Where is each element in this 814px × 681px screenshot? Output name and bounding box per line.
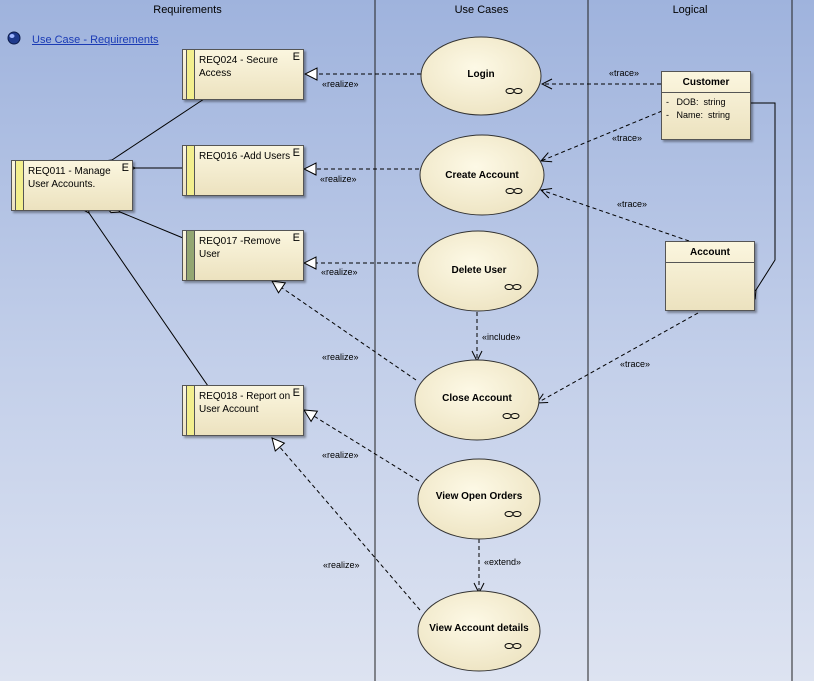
agg-customer-account xyxy=(750,102,776,290)
label-realize-details: «realize» xyxy=(323,560,360,570)
element-marker: E xyxy=(292,51,300,63)
element-marker: E xyxy=(292,147,300,159)
realize-connectors[interactable] xyxy=(272,74,421,611)
diagram-link-icon xyxy=(7,31,21,45)
use-case-glyphs xyxy=(502,88,523,649)
requirement-text: REQ024 - Secure Access xyxy=(199,55,278,79)
use-case-shapes[interactable] xyxy=(414,36,545,672)
requirement-text: REQ011 - Manage User Accounts. xyxy=(28,166,111,190)
label-trace-login: «trace» xyxy=(609,68,640,78)
requirement-req024[interactable]: REQ024 - Secure Access E xyxy=(182,49,304,100)
label-trace-create: «trace» xyxy=(612,133,643,143)
uc-create-account xyxy=(419,134,545,216)
uc-view-account-details xyxy=(417,590,541,672)
class-attribute: - Name: string xyxy=(666,110,731,120)
uc-login-label: Login xyxy=(467,69,495,80)
uc-view-account-details-label: View Account details xyxy=(429,623,529,634)
label-extend: «extend» xyxy=(484,557,522,567)
uc-create-account-label: Create Account xyxy=(445,170,519,181)
label-trace-close: «trace» xyxy=(620,359,651,369)
requirement-req018[interactable]: REQ018 - Report on User Account E xyxy=(182,385,304,436)
label-include: «include» xyxy=(482,332,521,342)
swimlane-dividers xyxy=(374,0,793,681)
label-realize-delete: «realize» xyxy=(321,267,358,277)
label-realize-openorders: «realize» xyxy=(322,450,359,460)
class-customer[interactable]: Customer - DOB: string - Name: string xyxy=(661,71,751,140)
use-case-requirements-link[interactable]: Use Case - Requirements xyxy=(32,34,159,46)
uc-close-account xyxy=(414,359,540,441)
requirement-text: REQ016 -Add Users xyxy=(199,151,291,162)
agg-req017 xyxy=(120,212,184,239)
agg-req018 xyxy=(89,213,209,387)
uc-login xyxy=(420,36,542,116)
realize-close xyxy=(272,281,417,381)
trace-customer-create xyxy=(541,110,663,161)
class-account[interactable]: Account xyxy=(665,241,755,311)
label-realize-create: «realize» xyxy=(320,174,357,184)
uc-delete-user xyxy=(417,230,539,312)
uc-view-open-orders xyxy=(417,458,541,540)
requirement-text: REQ017 -Remove User xyxy=(199,236,281,260)
trace-account-close xyxy=(537,312,699,403)
lane-title-use-cases: Use Cases xyxy=(454,4,509,16)
class-name: Account xyxy=(666,242,754,263)
realize-details xyxy=(272,438,421,611)
trace-account-create xyxy=(541,190,690,242)
uc-view-open-orders-label: View Open Orders xyxy=(435,491,523,502)
requirement-req016[interactable]: REQ016 -Add Users E xyxy=(182,145,304,196)
element-marker: E xyxy=(121,162,129,174)
element-marker: E xyxy=(292,232,300,244)
label-realize-login: «realize» xyxy=(322,79,359,89)
requirement-req017[interactable]: REQ017 -Remove User E xyxy=(182,230,304,281)
requirement-req011[interactable]: REQ011 - Manage User Accounts. E xyxy=(11,160,133,211)
realize-openorders xyxy=(304,410,420,482)
class-name: Customer xyxy=(662,72,750,93)
label-trace-account: «trace» xyxy=(617,199,648,209)
class-attribute: - DOB: string xyxy=(666,97,726,107)
label-realize-close: «realize» xyxy=(322,352,359,362)
lane-title-logical: Logical xyxy=(672,4,708,16)
uc-close-account-label: Close Account xyxy=(442,393,512,404)
aggregation-connectors[interactable] xyxy=(89,98,776,387)
agg-req024 xyxy=(112,98,205,160)
uc-delete-user-label: Delete User xyxy=(451,265,507,276)
dependency-connectors[interactable] xyxy=(477,84,699,593)
requirement-text: REQ018 - Report on User Account xyxy=(199,391,291,415)
lane-title-requirements: Requirements xyxy=(153,4,222,16)
element-marker: E xyxy=(292,387,300,399)
